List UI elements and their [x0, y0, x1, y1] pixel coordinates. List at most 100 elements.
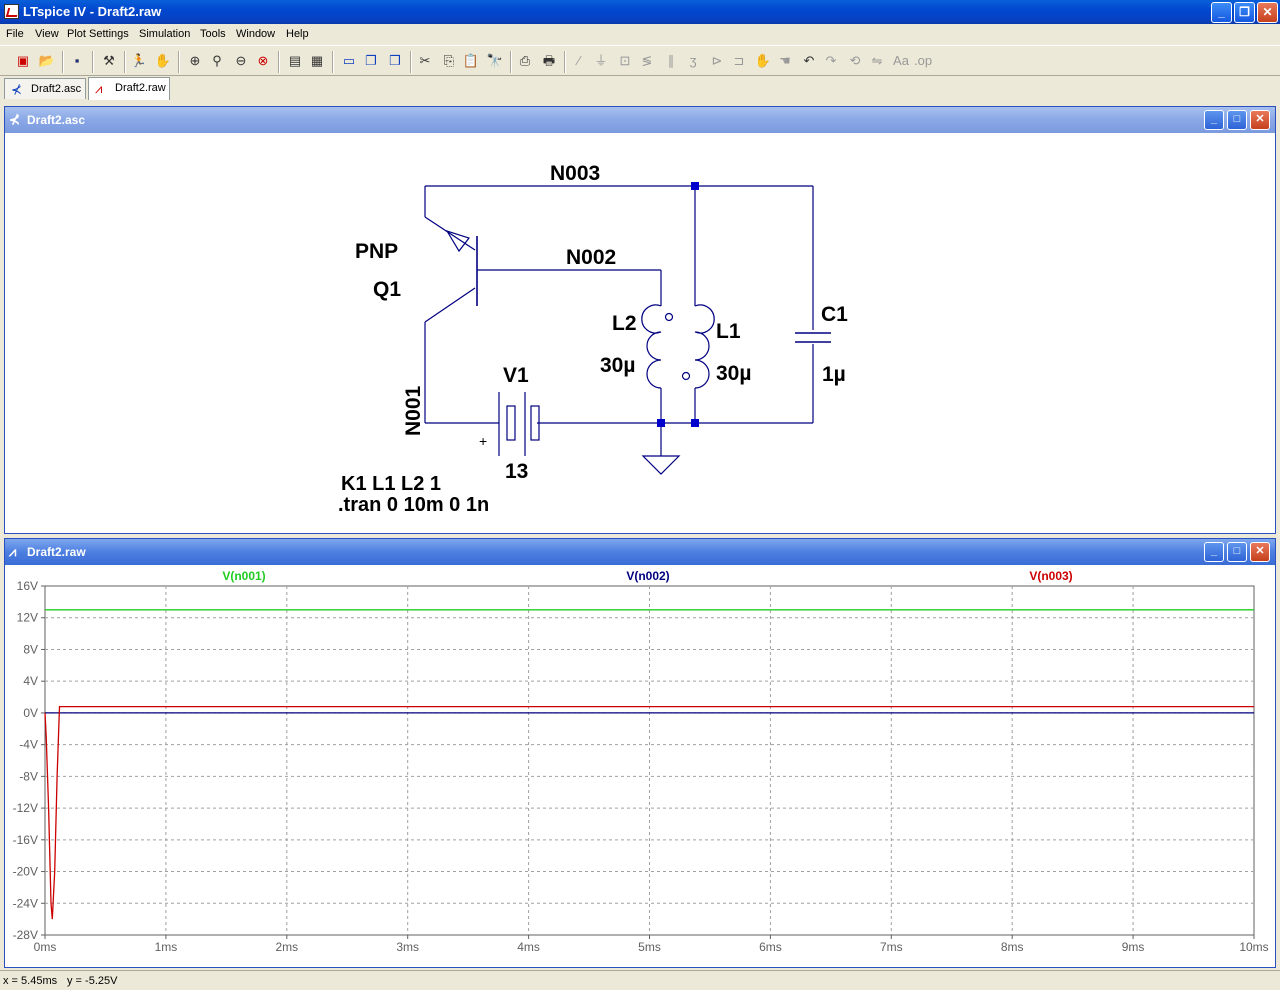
legend-vn002[interactable]: V(n002)	[626, 569, 669, 583]
directive-tran[interactable]: .tran 0 10m 0 1n	[338, 494, 489, 516]
inductor-icon[interactable]: ʒ	[689, 53, 697, 68]
label-c1-name: C1	[821, 303, 848, 326]
paste-icon[interactable]: 📋	[462, 53, 480, 68]
label-v1-plus: +	[479, 433, 487, 449]
y-tick-label: -20V	[13, 865, 38, 879]
directive-coupling[interactable]: K1 L1 L2 1	[341, 473, 441, 495]
x-tick-label: 6ms	[759, 940, 782, 954]
x-tick-label: 5ms	[638, 940, 661, 954]
schematic-minimize-button[interactable]: _	[1204, 110, 1224, 130]
schematic-maximize-button[interactable]: □	[1227, 110, 1247, 130]
v1-cell-2	[530, 405, 540, 441]
redo-icon[interactable]: ↷	[825, 53, 837, 68]
waveform-window-title-bar[interactable]: ⩘ Draft2.raw _ □ ✕	[5, 539, 1275, 565]
label-l2-name: L2	[612, 312, 637, 335]
pan-icon[interactable]: ⚲	[212, 53, 222, 68]
print-setup-icon[interactable]: ⎙	[519, 53, 531, 68]
schematic-drawing[interactable]: N003 N002 PNP Q1 L2 30µ L1 30µ C1 1µ V1 …	[7, 134, 1273, 531]
menu-tools[interactable]: Tools	[200, 28, 226, 40]
drag-icon[interactable]: ☚	[779, 53, 791, 68]
run-icon[interactable]: 🏃	[130, 53, 148, 68]
save-icon[interactable]: ▪	[74, 53, 80, 68]
waveform-icon: ⩘	[9, 544, 17, 559]
open-icon[interactable]: 📂	[38, 53, 56, 68]
control-panel-icon[interactable]: ⚒	[103, 53, 115, 68]
menu-plot-settings[interactable]: Plot Settings	[67, 28, 129, 40]
zoom-fit-icon[interactable]: ⊗	[257, 53, 269, 68]
close-button[interactable]: ✕	[1257, 2, 1278, 23]
main-title-bar[interactable]: LTspice IV - Draft2.raw _ ❐ ✕	[0, 0, 1280, 24]
waveform-minimize-button[interactable]: _	[1204, 542, 1224, 562]
wire-icon[interactable]: ∕	[577, 53, 581, 68]
ltspice-app-icon	[4, 4, 19, 19]
cascade-icon[interactable]: ❐	[365, 53, 377, 68]
tile-horizontal-icon[interactable]: ▭	[342, 53, 356, 68]
ground-icon[interactable]: ⏚	[594, 53, 608, 68]
resistor-icon[interactable]: ≶	[641, 53, 653, 68]
window-title: LTspice IV - Draft2.raw	[23, 4, 162, 19]
tab-draft2-raw[interactable]: ⩘ Draft2.raw	[88, 77, 170, 100]
x-tick-label: 8ms	[1001, 940, 1024, 954]
spice-directive-icon[interactable]: .op	[914, 53, 933, 68]
x-tick-label: 1ms	[155, 940, 178, 954]
print-icon[interactable]: 🖶	[542, 53, 556, 68]
junction-n003	[691, 182, 699, 190]
new-schematic-icon[interactable]: ▣	[16, 53, 30, 68]
zoom-in-icon[interactable]: ⊕	[189, 53, 201, 68]
copy-icon[interactable]: ⎘	[443, 53, 455, 68]
menu-bar: File View Plot Settings Simulation Tools…	[0, 24, 1280, 44]
tab-draft2-asc[interactable]: ⊀ Draft2.asc	[4, 78, 86, 99]
grid-icon[interactable]: ▦	[310, 53, 324, 68]
diode-icon[interactable]: ⊳	[711, 53, 723, 68]
rotate-icon[interactable]: ⟲	[849, 53, 861, 68]
capacitor-icon[interactable]: ∥	[667, 53, 675, 68]
label-l2-value: 30µ	[600, 354, 635, 377]
waveform-maximize-button[interactable]: □	[1227, 542, 1247, 562]
component-icon[interactable]: ⊐	[733, 53, 745, 68]
restore-button[interactable]: ❐	[1234, 2, 1255, 23]
minimize-button[interactable]: _	[1211, 2, 1232, 23]
schematic-window[interactable]: ⊀ Draft2.asc _ □ ✕	[4, 106, 1276, 534]
schematic-window-title-bar[interactable]: ⊀ Draft2.asc _ □ ✕	[5, 107, 1275, 133]
legend-vn003[interactable]: V(n003)	[1029, 569, 1072, 583]
y-tick-label: 8V	[23, 642, 38, 656]
move-icon[interactable]: ✋	[754, 53, 772, 68]
waveform-window-title: Draft2.raw	[27, 545, 86, 559]
cursor-x-readout: x = 5.45ms	[3, 975, 58, 987]
l1-phase-dot	[681, 371, 691, 381]
y-tick-label: 16V	[17, 579, 38, 593]
undo-icon[interactable]: ↶	[803, 53, 815, 68]
label-v1-name: V1	[503, 364, 529, 387]
halt-icon[interactable]: ✋	[154, 53, 172, 68]
tile-vertical-icon[interactable]: ❒	[389, 53, 401, 68]
x-tick-label: 7ms	[880, 940, 903, 954]
y-tick-label: 0V	[23, 706, 38, 720]
autorange-icon[interactable]: ▤	[288, 53, 302, 68]
zoom-out-icon[interactable]: ⊖	[235, 53, 247, 68]
q1-collector-lead	[424, 287, 476, 323]
label-q1-model: PNP	[355, 240, 398, 263]
legend-vn001[interactable]: V(n001)	[222, 569, 265, 583]
label-l1-name: L1	[716, 320, 741, 343]
text-icon[interactable]: Aa	[893, 53, 909, 68]
x-tick-label: 4ms	[517, 940, 540, 954]
label-net-icon[interactable]: ⊡	[619, 53, 631, 68]
cut-icon[interactable]: ✂	[419, 53, 431, 68]
menu-help[interactable]: Help	[286, 28, 309, 40]
trace-vn003	[44, 705, 1254, 920]
mirror-icon[interactable]: ⇋	[871, 53, 883, 68]
menu-window[interactable]: Window	[236, 28, 276, 40]
label-n003: N003	[550, 162, 600, 185]
schematic-close-button[interactable]: ✕	[1250, 110, 1270, 130]
schematic-icon: ⊀	[11, 82, 22, 97]
schematic-canvas[interactable]: N003 N002 PNP Q1 L2 30µ L1 30µ C1 1µ V1 …	[7, 134, 1273, 531]
waveform-close-button[interactable]: ✕	[1250, 542, 1270, 562]
menu-file[interactable]: File	[6, 28, 24, 40]
find-icon[interactable]: 🔭	[486, 53, 504, 68]
menu-simulation[interactable]: Simulation	[139, 28, 191, 40]
label-l1-value: 30µ	[716, 362, 751, 385]
menu-view[interactable]: View	[35, 28, 59, 40]
